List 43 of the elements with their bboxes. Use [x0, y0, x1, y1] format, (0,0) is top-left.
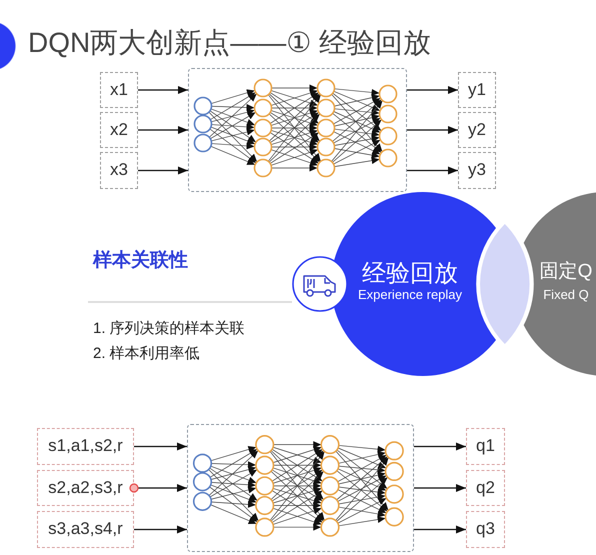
output-label: y1 — [468, 80, 486, 100]
arrow — [414, 484, 466, 492]
output-box — [466, 470, 505, 506]
input-label: s3,a3,s4,r — [48, 519, 123, 540]
circle-title: 固定Q — [540, 261, 592, 283]
slide-title: DQN两大创新点——① 经验回放 — [28, 26, 432, 60]
circle-subtitle: Fixed Q — [543, 288, 589, 303]
output-box — [466, 511, 505, 548]
list-item: 1. 序列决策的样本关联 — [93, 320, 245, 338]
arrow — [407, 126, 458, 134]
circle-title: 经验回放 — [362, 260, 458, 288]
input-box — [100, 72, 138, 108]
arrow — [138, 166, 188, 174]
input-label: s2,a2,s3,r — [48, 478, 123, 498]
output-box — [458, 152, 496, 189]
list-item: 2. 样本利用率低 — [93, 345, 200, 363]
output-box — [458, 72, 496, 108]
output-label: q2 — [476, 478, 495, 498]
arrow — [134, 442, 187, 450]
input-box — [100, 112, 138, 148]
input-label: x2 — [110, 120, 128, 140]
arrow — [414, 526, 466, 534]
input-box — [37, 511, 134, 548]
output-label: q1 — [476, 436, 495, 457]
arrow — [414, 442, 466, 450]
arrow — [138, 86, 188, 94]
section-heading: 样本关联性 — [93, 250, 188, 273]
input-box — [100, 152, 138, 189]
overlap-lens — [480, 224, 530, 344]
input-label: s1,a1,s2,r — [48, 436, 123, 457]
arrow — [407, 86, 458, 94]
arrow — [138, 126, 188, 134]
arrow — [407, 166, 458, 174]
arrow — [134, 526, 187, 534]
output-box — [458, 112, 496, 148]
output-label: y3 — [468, 160, 486, 181]
output-box — [466, 428, 505, 465]
output-label: q3 — [476, 519, 495, 540]
input-label: x3 — [110, 160, 128, 181]
output-label: y2 — [468, 120, 486, 140]
circle-subtitle: Experience replay — [358, 288, 462, 303]
input-label: x1 — [110, 80, 128, 100]
input-box — [37, 428, 134, 465]
